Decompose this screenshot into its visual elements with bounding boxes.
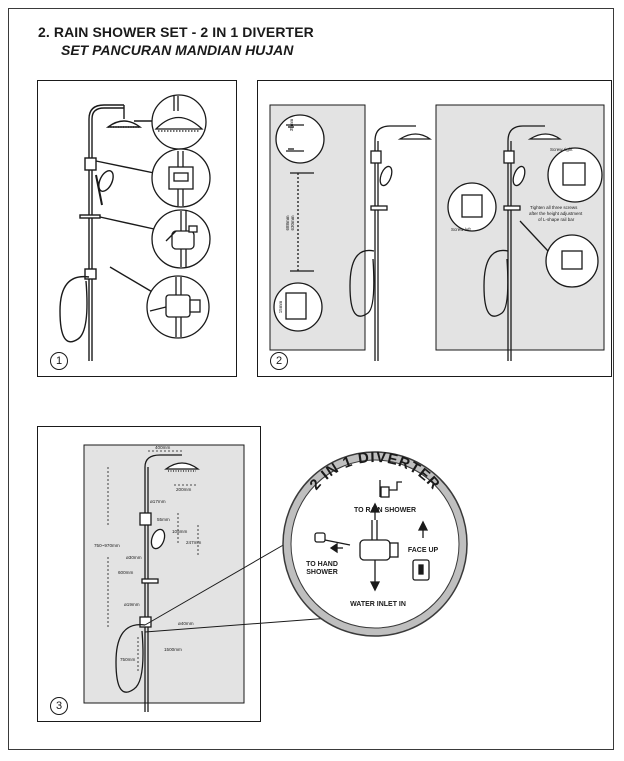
panel-2: 35mm 688mm 630mm 15mm Screw left Screw r… [257,80,612,377]
dim-688mm: 688mm [285,215,290,230]
dim-19mm: ø19mm [124,602,140,607]
dim-630mm: 630mm [290,215,295,230]
water-inlet-label: WATER INLET IN [350,601,406,608]
to-hand-shower-label-2: SHOWER [306,569,338,576]
dim-600mm: 600mm [118,570,133,575]
to-rain-shower-label: TO RAIN SHOWER [354,507,416,514]
panel-2-step-badge: 2 [270,352,288,370]
screw-right-label: Screw right [550,147,573,152]
panel-3-step-badge: 3 [50,697,68,715]
panel-2-illustration: 35mm 688mm 630mm 15mm Screw left Screw r… [269,104,605,361]
to-hand-shower-label-1: TO HAND [306,561,338,568]
dim-400mm: 400mm [155,445,170,450]
face-up-label: FACE UP [408,547,439,554]
page-subtitle: SET PANCURAN MANDIAN HUJAN [61,42,294,58]
dim-40mm: ø40mm [178,621,194,626]
panel-1: 1 [37,80,237,377]
panel-3-illustration: 400mm 200mm ø17mm 55mm 105mm 247mm 750~9… [83,444,245,712]
tighten-note-line-1: Tighten all three screws [530,205,578,210]
tighten-note-line-3: of L-shape rail bar [538,217,575,222]
dim-247mm: 247mm [186,540,201,545]
dim-750mm: 750mm [120,657,135,662]
dim-30mm: ø30mm [126,555,142,560]
dim-105mm: 105mm [172,529,187,534]
tighten-note-line-2: after the height adjustment [529,211,583,216]
panel-1-step-badge: 1 [50,352,68,370]
dim-35mm: 35mm [289,119,294,132]
dim-1500mm: 1500mm [164,647,182,652]
panel-3: 400mm 200mm ø17mm 55mm 105mm 247mm 750~9… [37,426,261,722]
dim-15mm: 15mm [278,301,283,314]
dim-55mm: 55mm [157,517,170,522]
dim-200mm: 200mm [176,487,191,492]
screw-left-label: Screw left [451,227,472,232]
page-title: 2. RAIN SHOWER SET - 2 IN 1 DIVERTER [38,24,314,40]
page-frame [8,8,614,750]
panel-1-illustration [59,94,211,361]
dim-17mm: ø17mm [150,499,166,504]
dim-750-970mm: 750~970mm [94,543,120,548]
